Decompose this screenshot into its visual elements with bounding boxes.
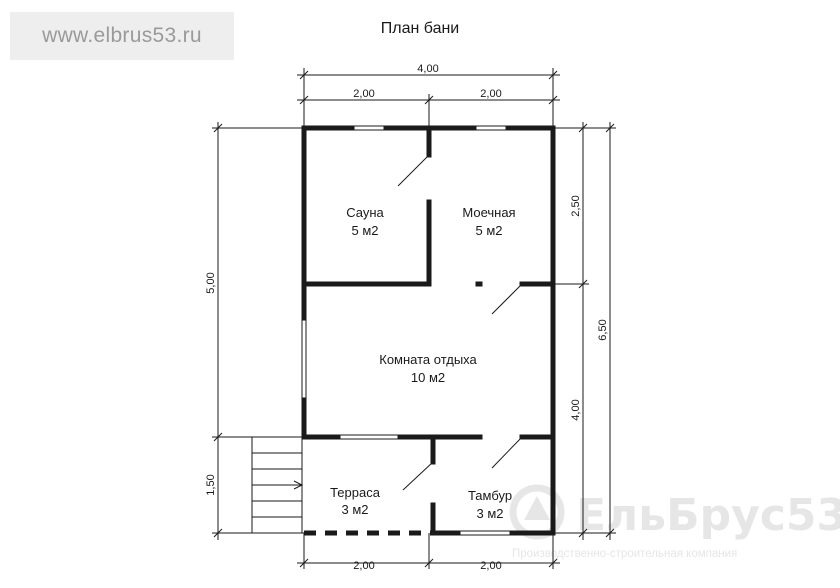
watermark-logo-icon — [509, 484, 565, 540]
dim-right-total: 6,50 — [597, 319, 609, 340]
dim-bottom-right: 2,00 — [480, 560, 501, 572]
dim-top-total: 4,00 — [417, 63, 438, 75]
door-washroom — [491, 283, 523, 315]
room-terrace-area: 3 м2 — [341, 502, 368, 517]
room-washroom-name: Моечная — [462, 205, 515, 220]
room-terrace-name: Терраса — [330, 485, 381, 500]
plan-title: План бани — [380, 20, 460, 37]
dim-right-upper: 2,50 — [570, 195, 582, 216]
dimension-labels: 4,00 2,00 2,00 2,00 2,00 5,00 1,50 2,50 … — [205, 63, 609, 572]
dim-right-lower: 4,00 — [570, 399, 582, 420]
watermark-name: ЕльБрус53 — [576, 490, 840, 541]
site-url-badge[interactable]: www.elbrus53.ru — [10, 12, 234, 60]
dim-bottom-left: 2,00 — [353, 560, 374, 572]
room-labels: Сауна 5 м2 Моечная 5 м2 Комната отдыха 1… — [330, 205, 516, 521]
watermark-tagline: Производственно-строительная компания — [512, 548, 737, 560]
door-sauna — [397, 154, 430, 187]
room-washroom-area: 5 м2 — [475, 223, 502, 238]
room-vestibule-name: Тамбур — [468, 488, 512, 503]
room-sauna-name: Сауна — [346, 205, 384, 220]
watermark: ЕльБрус53 Производственно-строительная к… — [509, 484, 840, 560]
doors — [397, 154, 523, 491]
dim-left-upper: 5,00 — [205, 272, 217, 293]
room-lounge-area: 10 м2 — [411, 370, 445, 385]
door-lounge — [491, 436, 523, 469]
door-terrace — [402, 461, 434, 491]
room-sauna-area: 5 м2 — [351, 223, 378, 238]
windows — [301, 125, 511, 536]
room-vestibule-area: 3 м2 — [476, 506, 503, 521]
dim-left-lower: 1,50 — [205, 474, 217, 495]
dim-top-right: 2,00 — [480, 88, 501, 100]
room-lounge-name: Комната отдыха — [379, 352, 477, 367]
dim-top-left: 2,00 — [353, 88, 374, 100]
terrace-stairs — [251, 436, 304, 534]
walls — [301, 125, 556, 536]
